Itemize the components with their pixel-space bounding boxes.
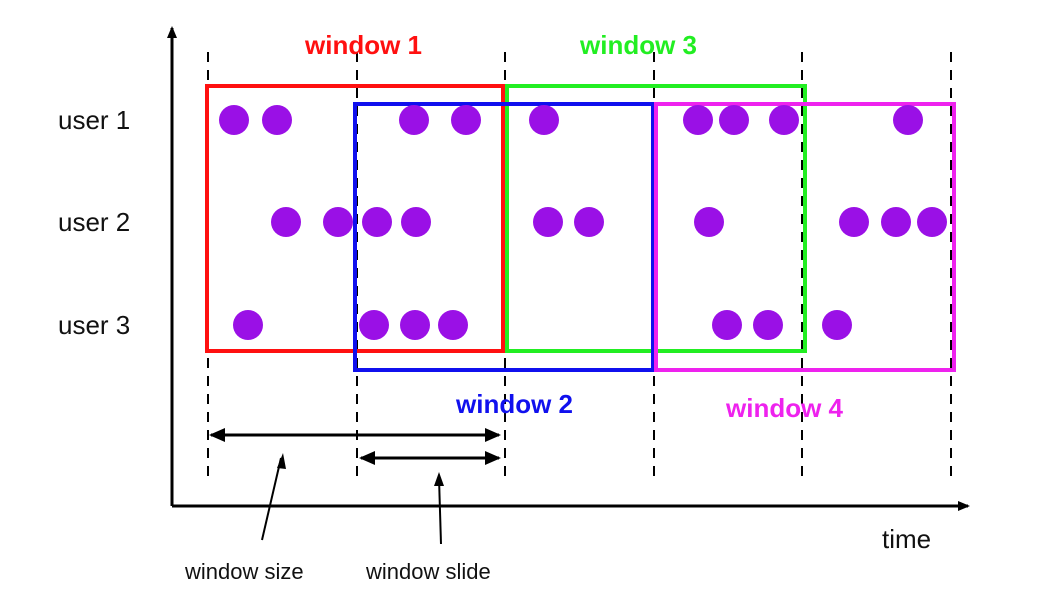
row-label-user-3: user 3 (58, 310, 130, 340)
event-dot-user-3 (438, 310, 468, 340)
event-dot-user-2 (271, 207, 301, 237)
axes (167, 26, 970, 511)
window-2-box (353, 102, 655, 372)
event-dot-user-1 (262, 105, 292, 135)
event-dot-user-1 (683, 105, 713, 135)
event-dot-user-3 (753, 310, 783, 340)
event-dot-user-2 (401, 207, 431, 237)
event-dot-user-2 (533, 207, 563, 237)
event-dot-user-3 (233, 310, 263, 340)
event-dot-user-2 (917, 207, 947, 237)
event-dot-user-1 (893, 105, 923, 135)
event-dot-user-3 (712, 310, 742, 340)
window-size-arrow-right-head (485, 428, 501, 442)
window-slide-pointer-head (434, 472, 444, 486)
window-labels: window 1 window 3 window 2 window 4 (304, 30, 844, 423)
window-slide-arrow-right-head (485, 451, 501, 465)
window-slide-annotation: window slide (365, 559, 491, 584)
event-dot-user-1 (451, 105, 481, 135)
event-dot-user-2 (574, 207, 604, 237)
event-dot-user-2 (881, 207, 911, 237)
event-dot-user-3 (400, 310, 430, 340)
event-dot-user-1 (219, 105, 249, 135)
row-labels: user 1 user 2 user 3 (58, 105, 130, 340)
window-4-label: window 4 (725, 393, 844, 423)
event-dot-user-2 (694, 207, 724, 237)
event-dot-user-1 (529, 105, 559, 135)
event-dot-user-3 (359, 310, 389, 340)
window-size-pointer (261, 457, 282, 541)
x-axis-label: time (882, 524, 931, 554)
row-label-user-1: user 1 (58, 105, 130, 135)
window-slide-arrow-left-head (359, 451, 375, 465)
window-4-box (654, 102, 956, 372)
window-2-label: window 2 (455, 389, 573, 419)
window-3-label: window 3 (579, 30, 697, 60)
event-dot-user-3 (822, 310, 852, 340)
event-dot-user-2 (362, 207, 392, 237)
event-dot-user-1 (769, 105, 799, 135)
event-dot-user-2 (839, 207, 869, 237)
window-size-arrow-left-head (209, 428, 225, 442)
event-dot-user-1 (399, 105, 429, 135)
events (219, 105, 947, 340)
event-dot-user-1 (719, 105, 749, 135)
window-size-pointer-head (277, 453, 286, 469)
window-size-annotation: window size (184, 559, 304, 584)
window-1-label: window 1 (304, 30, 422, 60)
window-boxes (205, 84, 956, 372)
row-label-user-2: user 2 (58, 207, 130, 237)
event-dot-user-2 (323, 207, 353, 237)
interval-arrows (209, 428, 501, 545)
window-slide-pointer (438, 477, 442, 545)
